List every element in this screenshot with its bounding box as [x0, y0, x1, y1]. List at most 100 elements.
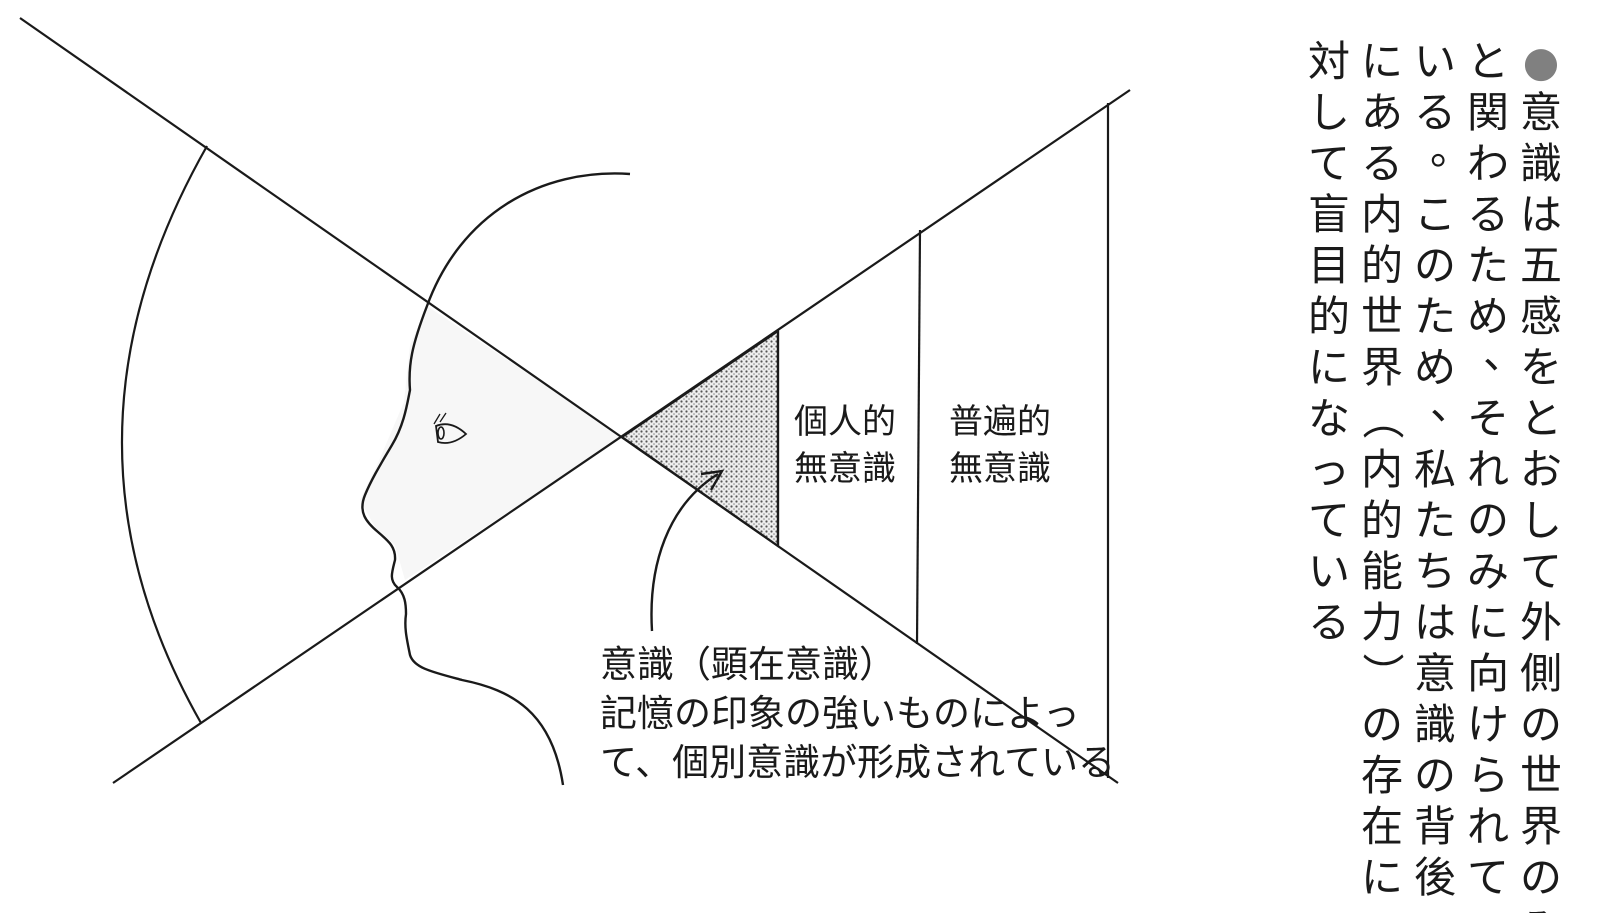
side-text-char: お — [1519, 445, 1562, 494]
side-text-char: 的 — [1360, 496, 1403, 545]
consciousness-hatched-area — [620, 328, 780, 549]
side-text-char: 私 — [1413, 445, 1456, 494]
side-text-char: 識 — [1413, 700, 1456, 749]
side-text-char: る — [1307, 598, 1350, 647]
side-text-char: た — [1413, 496, 1456, 545]
side-text-char: て — [1307, 496, 1350, 545]
side-text-char: 、 — [1429, 380, 1472, 429]
face-shaded-region — [360, 306, 622, 580]
side-text-char: ） — [1357, 652, 1407, 695]
side-text-char: め — [1466, 292, 1509, 341]
collective-unconscious-label-line1: 普遍的 — [949, 402, 1051, 442]
side-text-char: 、 — [1482, 329, 1525, 378]
side-text-char: ら — [1466, 751, 1509, 800]
side-text-char: い — [1307, 547, 1350, 596]
side-text-char: っ — [1307, 445, 1350, 494]
side-text-char: 能 — [1360, 547, 1403, 596]
side-text-char: 界 — [1519, 802, 1562, 851]
side-text-char: の — [1519, 853, 1562, 902]
side-text-char: ち — [1413, 547, 1456, 596]
side-text-char: 識 — [1519, 139, 1562, 188]
side-text-char: 存 — [1360, 751, 1403, 800]
side-text-char: 感 — [1519, 292, 1562, 341]
upper-crossing-line — [19, 17, 1119, 784]
side-text-char: に — [1360, 853, 1403, 902]
side-text-column-4: にある内的世界（内的能力）の存在に — [1356, 36, 1408, 903]
side-text-column-5: 対して盲目的になっている — [1303, 36, 1355, 648]
side-text-char: に — [1466, 598, 1509, 647]
side-text-char: に — [1307, 343, 1350, 392]
consciousness-title: 意識（顕在意識） — [600, 643, 896, 686]
consciousness-description-line1: 記憶の印象の強いものによっ — [600, 692, 1080, 735]
side-text-char: の — [1466, 496, 1509, 545]
head-profile — [361, 172, 631, 786]
side-text-char: の — [1413, 241, 1456, 290]
side-text-char: は — [1519, 190, 1562, 239]
side-text-column-3: いる。このため、私たちは意識の背後 — [1409, 36, 1472, 903]
side-text-char: 内 — [1360, 190, 1403, 239]
side-text-char: 世 — [1519, 751, 1562, 800]
side-text-char: 世 — [1360, 292, 1403, 341]
side-text-char: 後 — [1413, 853, 1456, 902]
side-text-char: そ — [1466, 394, 1509, 443]
eye-icon — [433, 412, 468, 444]
side-text-char: な — [1307, 394, 1350, 443]
side-text-char: る — [1413, 88, 1456, 137]
side-text-char: は — [1413, 598, 1456, 647]
side-text-char: し — [1519, 496, 1562, 545]
side-text-char: わ — [1466, 139, 1509, 188]
side-text-char: め — [1413, 343, 1456, 392]
side-text-char: に — [1360, 37, 1403, 86]
side-text-char: と — [1466, 37, 1509, 86]
side-text-column-2: と関わるため、それのみに向けられて — [1462, 36, 1525, 903]
personal-unconscious-label-line1: 個人的 — [794, 402, 896, 442]
side-text-char: み — [1515, 903, 1567, 913]
side-text-char: と — [1519, 394, 1562, 443]
consciousness-diagram: 個人的 無意識 普遍的 無意識 意識（顕在意識） 記憶の印象の強いものによっ て… — [19, 17, 1131, 786]
side-text-char: 的 — [1360, 241, 1403, 290]
side-text-char: 外 — [1519, 598, 1562, 647]
side-text-char: 意 — [1519, 88, 1562, 137]
side-text-char: た — [1466, 241, 1509, 290]
side-text-char: て — [1466, 853, 1509, 902]
side-text-char: み — [1466, 547, 1509, 596]
side-text-char: け — [1466, 700, 1509, 749]
divider-collective — [915, 229, 922, 645]
curved-arrow-icon — [650, 469, 725, 632]
side-text-char: 側 — [1519, 649, 1562, 698]
side-text-char: の — [1519, 700, 1562, 749]
side-text-char: 的 — [1307, 292, 1350, 341]
side-text-char: 界 — [1360, 343, 1403, 392]
side-text-char: て — [1307, 139, 1350, 188]
side-text-char: の — [1360, 700, 1403, 749]
side-text-char: 背 — [1413, 802, 1456, 851]
bullet-icon: ● — [1522, 37, 1560, 86]
side-text-char: 内 — [1360, 445, 1403, 494]
side-text-char: 五 — [1519, 241, 1562, 290]
side-text-char: の — [1413, 751, 1456, 800]
side-text-char: 意 — [1413, 649, 1456, 698]
outer-arc — [120, 145, 208, 724]
side-text-char: 対 — [1307, 37, 1350, 86]
collective-unconscious-label-line2: 無意識 — [949, 449, 1051, 489]
personal-unconscious-label-line2: 無意識 — [794, 449, 896, 489]
side-text-char: い — [1413, 37, 1456, 86]
side-text-column-1: ● 意識は五感をとおして外側の世界のみ — [1515, 36, 1567, 913]
side-text-char: あ — [1360, 88, 1403, 137]
side-text-char: （ — [1357, 397, 1407, 440]
side-text-char: 盲 — [1307, 190, 1350, 239]
side-text-char: て — [1519, 547, 1562, 596]
side-text-char: れ — [1466, 445, 1509, 494]
side-text-char: 。 — [1429, 125, 1472, 174]
side-text-char: 目 — [1307, 241, 1350, 290]
side-text-char: を — [1519, 343, 1562, 392]
side-text-char: し — [1307, 88, 1350, 137]
side-text-char: れ — [1466, 802, 1509, 851]
side-text-char: 関 — [1466, 88, 1509, 137]
side-text-char: 力 — [1360, 598, 1403, 647]
side-text-char: 在 — [1360, 802, 1403, 851]
side-text-char: る — [1466, 190, 1509, 239]
side-text-char: 向 — [1466, 649, 1509, 698]
side-text-char: る — [1360, 139, 1403, 188]
